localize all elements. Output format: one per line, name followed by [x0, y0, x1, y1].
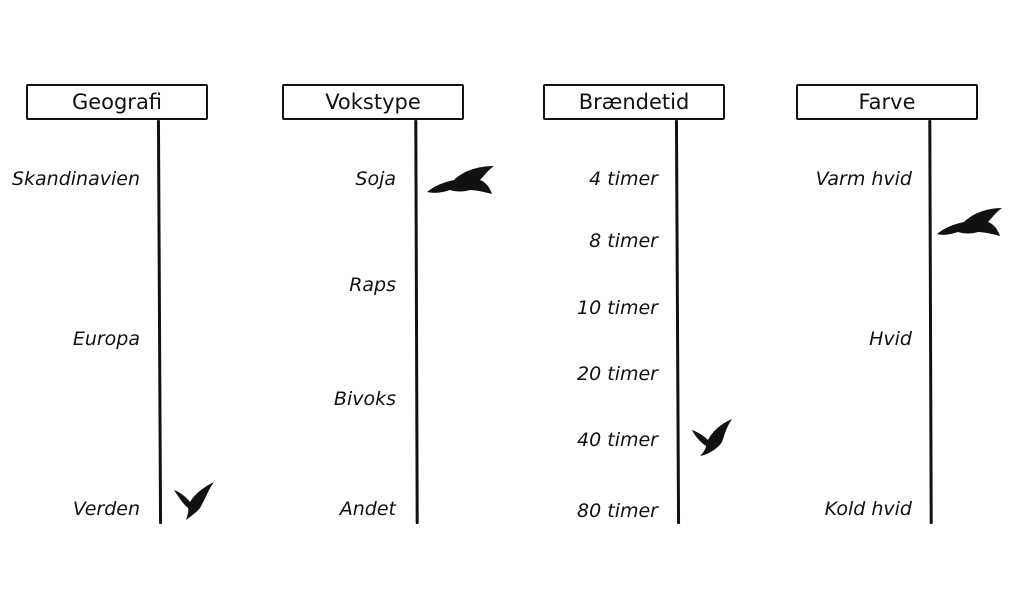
column-vokstype: Vokstype Soja Raps Bivoks Andet [256, 0, 512, 596]
option-label[interactable]: 8 timer [589, 230, 658, 252]
column-braendetid: Brændetid 4 timer 8 timer 10 timer 20 ti… [512, 0, 768, 596]
option-label[interactable]: 4 timer [589, 168, 658, 190]
option-label[interactable]: Europa [72, 328, 140, 350]
column-axis[interactable] [414, 119, 419, 525]
bird-icon[interactable] [936, 206, 1004, 238]
option-label[interactable]: 40 timer [577, 429, 658, 451]
option-label[interactable]: 20 timer [577, 363, 658, 385]
bird-icon[interactable] [426, 164, 496, 198]
option-label[interactable]: Verden [72, 498, 140, 520]
column-axis[interactable] [156, 119, 162, 525]
option-label[interactable]: Skandinavien [11, 168, 140, 190]
column-header: Geografi [26, 84, 208, 120]
option-label[interactable]: 10 timer [577, 297, 658, 319]
column-farve: Farve Varm hvid Hvid Kold hvid [768, 0, 1024, 596]
option-label[interactable]: Andet [339, 498, 396, 520]
option-label[interactable]: Kold hvid [824, 498, 912, 520]
option-label[interactable]: Hvid [869, 328, 912, 350]
column-header: Farve [796, 84, 978, 120]
option-label[interactable]: Bivoks [333, 388, 396, 410]
column-axis[interactable] [928, 119, 933, 525]
column-geografi: Geografi Skandinavien Europa Verden [0, 0, 256, 596]
bird-icon[interactable] [172, 480, 218, 522]
option-label[interactable]: Raps [349, 274, 396, 296]
column-header: Brændetid [543, 84, 725, 120]
bird-icon[interactable] [690, 418, 734, 458]
option-label[interactable]: 80 timer [577, 500, 658, 522]
column-header: Vokstype [282, 84, 464, 120]
option-label[interactable]: Varm hvid [815, 168, 912, 190]
column-axis[interactable] [674, 119, 680, 525]
option-label[interactable]: Soja [355, 168, 396, 190]
